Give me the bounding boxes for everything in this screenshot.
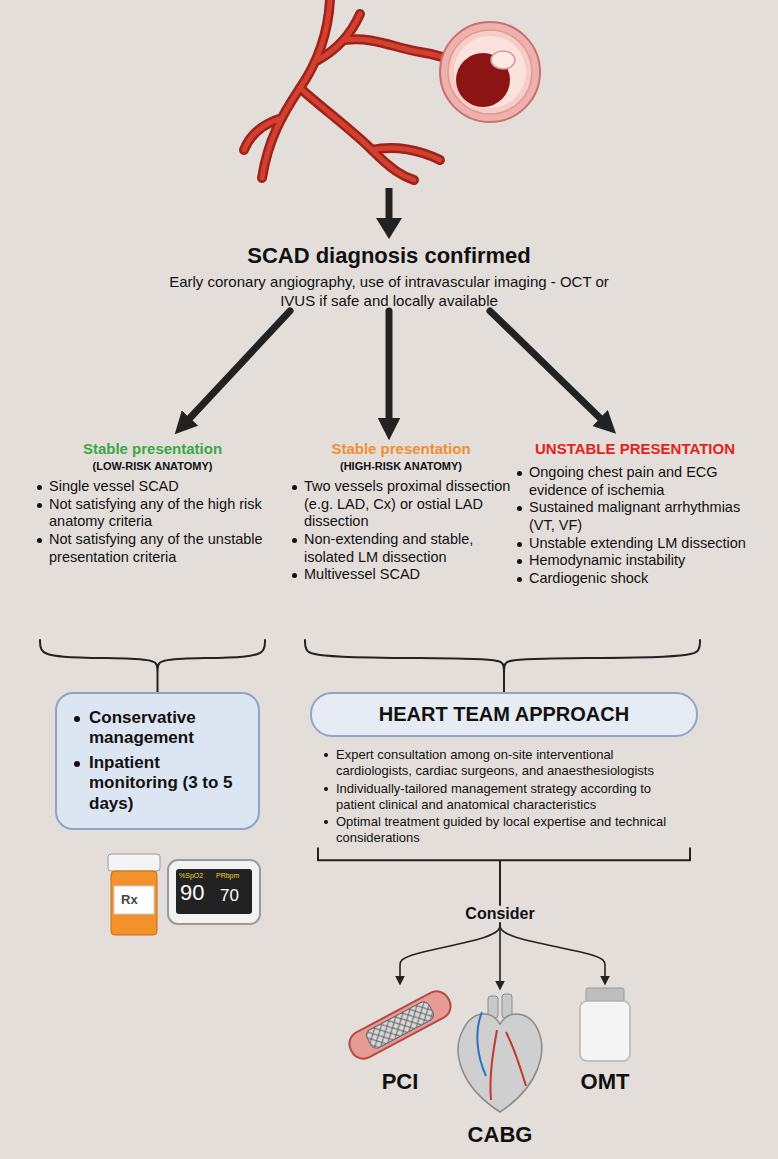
node-text: Not satisfying any of the high risk anat… xyxy=(35,496,270,531)
drawing-part xyxy=(386,188,393,220)
node-text: (LOW-RISK ANATOMY) xyxy=(35,460,270,472)
pill-bottle-icon xyxy=(108,854,160,935)
icon-label: PRbpm xyxy=(216,872,239,879)
heading-block: SCAD diagnosis confirmedEarly coronary a… xyxy=(149,243,629,311)
drawing-part xyxy=(580,1001,630,1061)
node-text: Two vessels proximal dissection (e.g. LA… xyxy=(290,478,512,531)
option-heading: Consider xyxy=(440,905,560,923)
grouping-brace xyxy=(504,640,700,692)
node-text: Multivessel SCAD xyxy=(290,566,512,584)
option-arrow xyxy=(499,923,501,981)
grouping-brace xyxy=(40,640,265,692)
stent-icon xyxy=(345,987,455,1063)
grouping-brace xyxy=(305,640,504,692)
drawing-part xyxy=(364,1000,435,1051)
node-text: SCAD diagnosis confirmed xyxy=(149,243,629,269)
node-text: Inpatient monitoring (3 to 5 days) xyxy=(73,753,250,814)
down-arrow xyxy=(376,188,402,239)
node-text: Early coronary angiography, use of intra… xyxy=(169,273,609,311)
node-text: Expert consultation among on-site interv… xyxy=(322,747,692,779)
icon-label: Rx xyxy=(121,893,138,906)
drawing-part xyxy=(376,218,402,239)
node-text: HEART TEAM APPROACH xyxy=(310,692,698,737)
drawing-part xyxy=(176,869,252,914)
drawing-part xyxy=(490,1030,497,1100)
artery-cross-section xyxy=(440,22,540,122)
drawing-part xyxy=(114,886,154,914)
drawing-part xyxy=(491,51,515,69)
presentation-column: UNSTABLE PRESENTATION Ongoing chest pain … xyxy=(515,440,755,640)
grouping-brace xyxy=(318,848,690,905)
presentation-column: Stable presentation (HIGH-RISK ANATOMY) Tw… xyxy=(290,440,512,640)
pulse-oximeter-icon xyxy=(168,860,260,924)
node-text: Stable presentation xyxy=(35,440,270,458)
node-text: Optimal treatment guided by local expert… xyxy=(322,814,692,846)
icon-label: 90 xyxy=(180,882,204,904)
medication-bottle-icon xyxy=(580,988,630,1061)
heart-icon xyxy=(458,994,541,1112)
node-text: Single vessel SCAD xyxy=(35,478,270,496)
drawing-part xyxy=(345,987,455,1063)
node-text: OMT xyxy=(560,1069,650,1095)
drawing-part xyxy=(108,854,160,871)
icon-label: %SpO2 xyxy=(179,872,203,879)
heart-team-box: HEART TEAM APPROACH Expert consultation a… xyxy=(310,692,698,848)
drawing-part xyxy=(111,871,157,935)
node-text: Stable presentation xyxy=(290,440,512,458)
node-text: Unstable extending LM dissection xyxy=(515,535,755,553)
node-text: Consider xyxy=(440,905,560,923)
flow-arrow xyxy=(190,311,290,418)
flow-arrow xyxy=(490,311,600,418)
node-text: Sustained malignant arrhythmias (VT, VF) xyxy=(515,499,755,534)
icon-label: 70 xyxy=(220,887,239,904)
drawing-part xyxy=(244,0,462,180)
node-text: Non-extending and stable, isolated LM di… xyxy=(290,531,512,566)
node-text: UNSTABLE PRESENTATION xyxy=(515,440,755,458)
node-text: Cardiogenic shock xyxy=(515,570,755,588)
treatment-option: PCI xyxy=(345,985,455,1095)
node-text: PCI xyxy=(345,1069,455,1095)
node-text: Not satisfying any of the unstable prese… xyxy=(35,531,270,566)
option-arrow xyxy=(400,923,500,976)
drawing-part xyxy=(506,1032,526,1086)
drawing-part xyxy=(458,1014,541,1112)
treatment-option: OMT xyxy=(560,985,650,1095)
node-text: Individually-tailored management strateg… xyxy=(322,781,692,813)
node-text: (HIGH-RISK ANATOMY) xyxy=(290,460,512,472)
management-box: Conservative managementInpatient monitor… xyxy=(55,692,260,830)
drawing-part xyxy=(448,30,532,114)
drawing-part xyxy=(364,1000,435,1051)
drawing-part xyxy=(454,36,526,108)
drawing-part xyxy=(440,22,540,122)
option-arrow xyxy=(500,923,605,976)
node-text: Conservative management xyxy=(73,708,250,749)
drawing-part xyxy=(244,0,462,180)
node-text: CABG xyxy=(450,1122,550,1148)
flow-arrow xyxy=(386,311,393,418)
drawing-part xyxy=(168,860,260,924)
node-text: Ongoing chest pain and ECG evidence of i… xyxy=(515,464,755,499)
presentation-column: Stable presentation (LOW-RISK ANATOMY) Sin… xyxy=(35,440,270,640)
treatment-option: CABG xyxy=(450,990,550,1148)
coronary-artery-tree xyxy=(244,0,462,180)
drawing-part xyxy=(586,988,624,1001)
drawing-part xyxy=(477,1012,486,1076)
node-text: Hemodynamic instability xyxy=(515,552,755,570)
